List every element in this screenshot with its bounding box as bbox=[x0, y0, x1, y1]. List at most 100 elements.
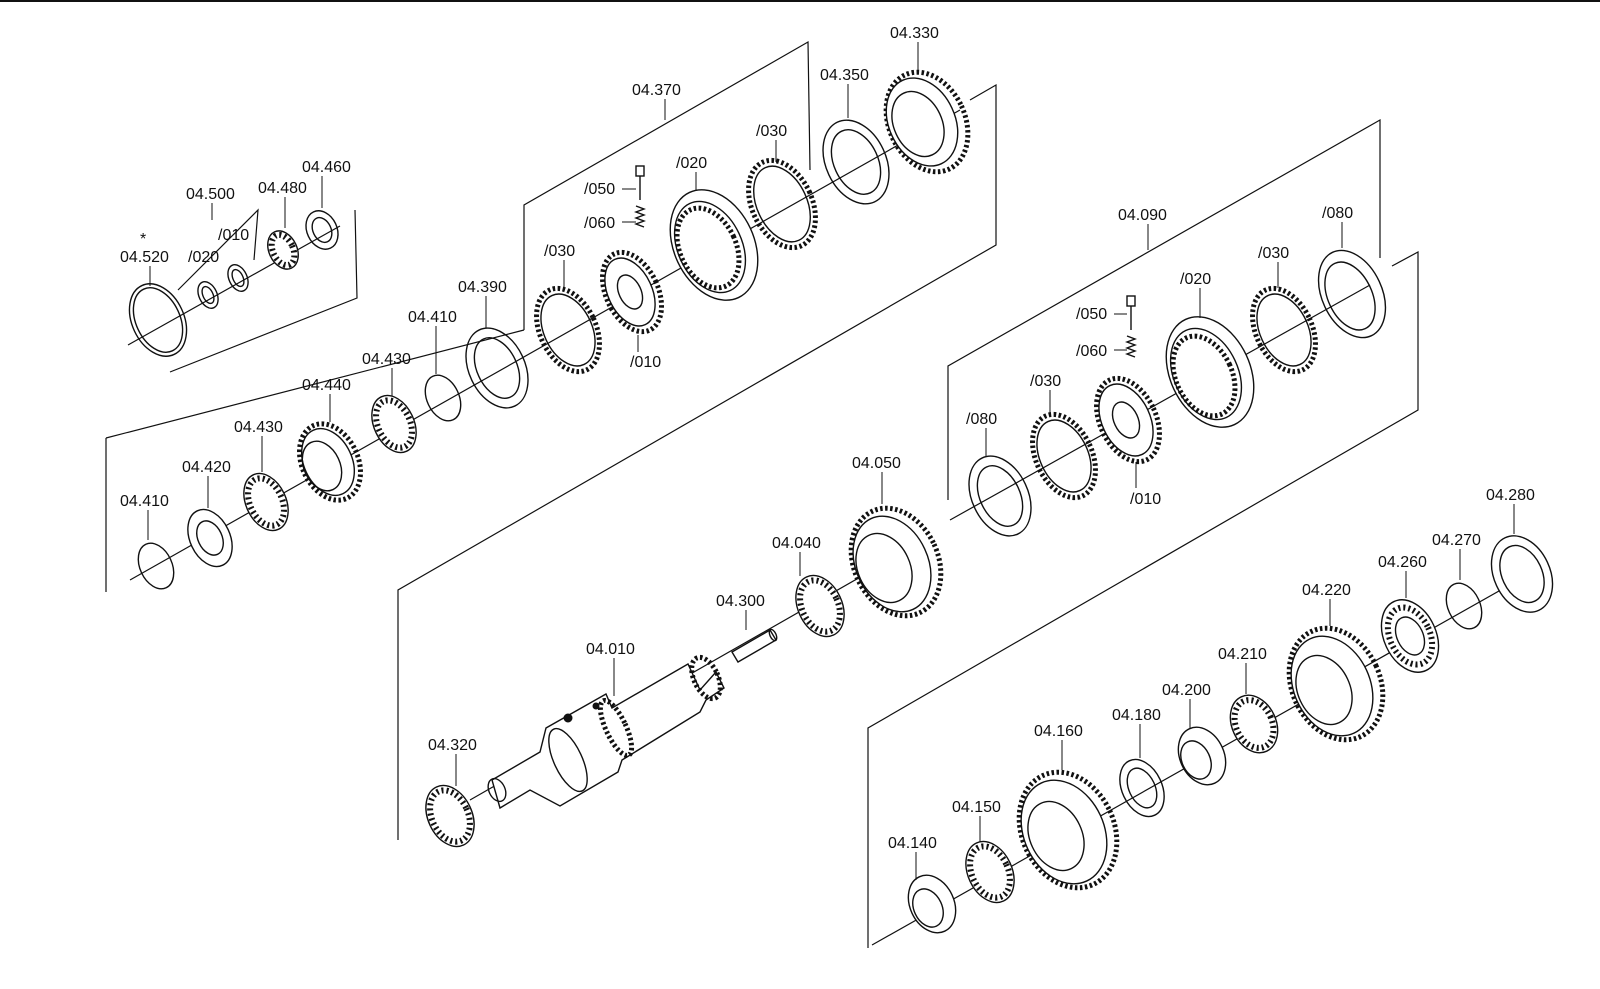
label-04430-lower: 04.430 bbox=[234, 419, 283, 436]
part-04270-snap-ring[interactable] bbox=[1439, 577, 1488, 634]
bracket-04500 bbox=[177, 208, 259, 291]
label-04370-020: /020 bbox=[676, 155, 707, 172]
part-04090-050-pin[interactable] bbox=[1126, 295, 1136, 330]
label-04370-010: /010 bbox=[630, 354, 661, 371]
part-04430-needle-bearing[interactable] bbox=[363, 388, 425, 459]
part-04370-020-sleeve[interactable] bbox=[653, 176, 775, 315]
part-04520-ring[interactable] bbox=[118, 275, 197, 366]
part-04410-snap-ring-lower[interactable] bbox=[131, 537, 180, 594]
label-04280: 04.280 bbox=[1486, 487, 1535, 504]
part-04420-sleeve[interactable] bbox=[179, 502, 241, 573]
label-04090-060: /060 bbox=[1076, 343, 1107, 360]
label-04410-lower: 04.410 bbox=[120, 493, 169, 510]
label-04160: 04.160 bbox=[1034, 723, 1083, 740]
label-04370-050: /050 bbox=[584, 181, 615, 198]
part-04260-bearing[interactable] bbox=[1370, 591, 1449, 682]
part-04160-gear[interactable] bbox=[1001, 756, 1135, 904]
part-04370-050-pin[interactable] bbox=[635, 165, 645, 200]
part-04390-ring[interactable] bbox=[454, 318, 540, 418]
label-04370-060: /060 bbox=[584, 215, 615, 232]
label-04050: 04.050 bbox=[852, 455, 901, 472]
part-04440-gear[interactable] bbox=[288, 414, 373, 510]
label-04090-050: /050 bbox=[1076, 306, 1107, 323]
label-04220: 04.220 bbox=[1302, 582, 1351, 599]
part-04300-pin[interactable] bbox=[731, 628, 778, 663]
bracket-04370 bbox=[523, 40, 811, 330]
label-04140: 04.140 bbox=[888, 835, 937, 852]
part-04090-030-synchro-ring-lower[interactable] bbox=[1020, 404, 1108, 507]
part-04210-needle-bearing[interactable] bbox=[1221, 688, 1286, 761]
part-04040-needle-bearing[interactable] bbox=[787, 568, 854, 645]
label-04210: 04.210 bbox=[1218, 646, 1267, 663]
label-04090-080-lower: /080 bbox=[966, 411, 997, 428]
label-04500-020: /020 bbox=[188, 249, 219, 266]
part-04280-seal[interactable] bbox=[1480, 526, 1565, 622]
axis-a bbox=[127, 225, 341, 346]
part-04370-030-synchro-ring-lower[interactable] bbox=[524, 278, 612, 381]
label-04320: 04.320 bbox=[428, 737, 477, 754]
label-04090-020: /020 bbox=[1180, 271, 1211, 288]
label-04040: 04.040 bbox=[772, 535, 821, 552]
asterisk-mark: * bbox=[140, 231, 146, 248]
label-04500-010: /010 bbox=[218, 227, 249, 244]
part-04370-060-spring[interactable] bbox=[634, 205, 646, 228]
label-04150: 04.150 bbox=[952, 799, 1001, 816]
label-04370-030-lower: /030 bbox=[544, 243, 575, 260]
label-04410: 04.410 bbox=[408, 309, 457, 326]
label-04480: 04.480 bbox=[258, 180, 307, 197]
bracket-left-b bbox=[105, 329, 525, 439]
part-04200-sleeve[interactable] bbox=[1169, 720, 1234, 793]
label-04440: 04.440 bbox=[302, 377, 351, 394]
label-04090-080-upper: /080 bbox=[1322, 205, 1353, 222]
part-04480-bearing-cone[interactable] bbox=[262, 226, 304, 274]
part-04090-060-spring[interactable] bbox=[1125, 335, 1137, 358]
part-04090-020-sleeve[interactable] bbox=[1149, 303, 1271, 442]
label-04010: 04.010 bbox=[586, 641, 635, 658]
part-04050-gear[interactable] bbox=[834, 493, 957, 630]
label-04390: 04.390 bbox=[458, 279, 507, 296]
part-04370-030-synchro-ring[interactable] bbox=[735, 150, 828, 259]
lower-right-assembly: 04.280 04.270 04.260 04.220 04.210 04.20… bbox=[871, 487, 1565, 946]
label-04300: 04.300 bbox=[716, 593, 765, 610]
label-04500: 04.500 bbox=[186, 186, 235, 203]
bracket-04090 bbox=[947, 118, 1381, 500]
group-b-assembly: 04.370 04.350 04.330 /030 /020 /050 /060… bbox=[105, 25, 997, 840]
label-04420: 04.420 bbox=[182, 459, 231, 476]
bracket-right-c bbox=[867, 250, 1419, 948]
part-04350-ring[interactable] bbox=[810, 109, 902, 214]
label-04370-030: /030 bbox=[756, 123, 787, 140]
part-04090-030-synchro-ring-upper[interactable] bbox=[1240, 278, 1328, 381]
label-04460: 04.460 bbox=[302, 159, 351, 176]
part-04090-080-ring-upper[interactable] bbox=[1305, 240, 1398, 349]
label-04090-030-upper: /030 bbox=[1258, 245, 1289, 262]
part-04500-020-washer[interactable] bbox=[194, 279, 222, 312]
part-04370-010-hub[interactable] bbox=[591, 243, 674, 341]
label-04430: 04.430 bbox=[362, 351, 411, 368]
label-04090-010: /010 bbox=[1130, 491, 1161, 508]
part-04090-010-hub[interactable] bbox=[1084, 368, 1172, 471]
part-04090-080-ring-lower[interactable] bbox=[957, 446, 1043, 546]
part-04460-cup[interactable] bbox=[300, 206, 344, 255]
group-c-assembly: 04.090 /080 /030 /020 /050 /060 /030 /08… bbox=[867, 118, 1419, 948]
part-04500-010-washer[interactable] bbox=[224, 262, 252, 295]
part-04150-needle-bearing[interactable] bbox=[957, 834, 1024, 911]
part-04010-shaft[interactable] bbox=[485, 653, 726, 810]
axis-c bbox=[949, 284, 1371, 521]
label-04090-030-lower: /030 bbox=[1030, 373, 1061, 390]
label-04350: 04.350 bbox=[820, 67, 869, 84]
group-a-assembly: * 04.520 04.500 /020 /010 04.480 04.460 bbox=[118, 159, 358, 373]
part-04430-needle-bearing-lower[interactable] bbox=[235, 466, 297, 537]
label-04090: 04.090 bbox=[1118, 207, 1167, 224]
part-04220-gear[interactable] bbox=[1272, 613, 1401, 755]
label-04200: 04.200 bbox=[1162, 682, 1211, 699]
part-04410-snap-ring[interactable] bbox=[418, 369, 467, 426]
label-04260: 04.260 bbox=[1378, 554, 1427, 571]
label-04370: 04.370 bbox=[632, 82, 681, 99]
part-04180-ring[interactable] bbox=[1111, 752, 1173, 823]
part-04320-needle-bearing[interactable] bbox=[417, 778, 484, 855]
part-04330-gear[interactable] bbox=[871, 59, 984, 185]
bracket-right-b bbox=[397, 83, 997, 840]
part-04140-sleeve[interactable] bbox=[899, 868, 964, 941]
